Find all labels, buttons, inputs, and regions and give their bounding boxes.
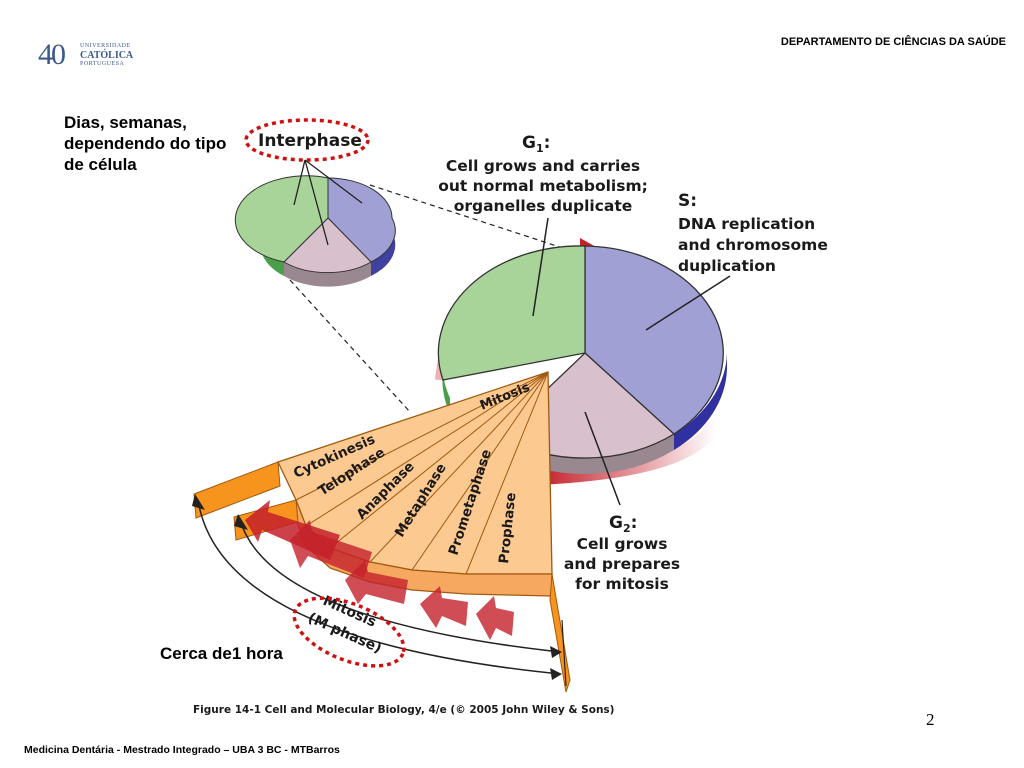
g1-pointer	[532, 217, 549, 317]
g1-line-1: Cell grows and carries	[446, 157, 640, 175]
g1-title: G	[522, 133, 536, 153]
g2-line-2: and prepares	[564, 555, 680, 573]
red-arrow-4	[420, 586, 468, 628]
department-header: DEPARTAMENTO DE CIÊNCIAS DA SAÚDE	[780, 36, 1006, 48]
interphase-highlight-oval	[244, 118, 370, 162]
bracket-arrowhead-4	[550, 668, 562, 680]
g2-pointer	[584, 411, 621, 506]
mitosis-duration-note: Cerca de1 hora	[160, 644, 283, 663]
red-arrow-3	[345, 560, 408, 604]
s-title: S:	[678, 191, 697, 211]
large-pie-side-g1	[442, 353, 450, 414]
g2-title: G	[609, 513, 623, 533]
red-arrow-2	[290, 520, 372, 578]
page-number: 2	[926, 710, 935, 729]
large-pie-s-slice	[584, 245, 724, 435]
dashed-connector-bottom	[289, 279, 411, 413]
svg-text:G1:: G1:	[522, 133, 550, 155]
interphase-label: Interphase	[258, 131, 362, 151]
s-pointer	[645, 275, 731, 331]
mitosis-bracket-inner	[239, 519, 561, 653]
g1-line-3: organelles duplicate	[454, 197, 633, 215]
svg-text:G2:: G2:	[609, 513, 637, 535]
g2-subscript: 2	[623, 522, 631, 535]
logo-line-2: CATÓLICA	[80, 50, 134, 61]
large-pie-side-s	[674, 353, 727, 450]
interphase-pointer-s	[304, 159, 363, 204]
s-to-g2-arrow	[539, 417, 723, 485]
g1-suffix: :	[544, 133, 551, 153]
g2-line-1: Cell grows	[577, 535, 668, 553]
g2-suffix: :	[631, 513, 638, 533]
bracket-arrowhead-2	[234, 514, 248, 530]
bracket-arrowhead-3	[550, 646, 562, 658]
large-pie-g1-slice	[437, 245, 586, 381]
small-interphase-pie	[234, 175, 396, 287]
interphase-pointer-g2	[304, 159, 329, 246]
s-line-1: DNA replication	[678, 215, 815, 233]
s-line-3: duplication	[678, 257, 776, 275]
g1-line-2: out normal metabolism;	[438, 177, 648, 195]
phase-prophase: Prophase	[496, 492, 519, 565]
interphase-duration-note: Dias, semanas, dependendo do tipo de cél…	[64, 113, 227, 174]
g2-line-3: for mitosis	[575, 575, 669, 593]
red-arrow-5	[476, 596, 514, 640]
figure-caption: Figure 14-1 Cell and Molecular Biology, …	[193, 704, 614, 716]
interphase-pointer-g1	[293, 159, 306, 206]
bracket-arrowhead-1	[192, 494, 205, 510]
university-logo: 40 UNIVERSIDADE CATÓLICA PORTUGUESA	[38, 38, 138, 72]
mitosis-bracket-outer	[197, 499, 561, 675]
s-line-2: and chromosome	[678, 236, 828, 254]
logo-number: 40	[38, 38, 66, 71]
g1-subscript: 1	[536, 142, 544, 155]
logo-line-3: PORTUGUESA	[80, 61, 125, 67]
bracket-end	[561, 619, 567, 687]
mitosis-highlight-oval	[292, 596, 406, 668]
footer-text: Medicina Dentária - Mestrado Integrado –…	[24, 744, 340, 756]
logo-line-1: UNIVERSIDADE	[80, 43, 131, 49]
